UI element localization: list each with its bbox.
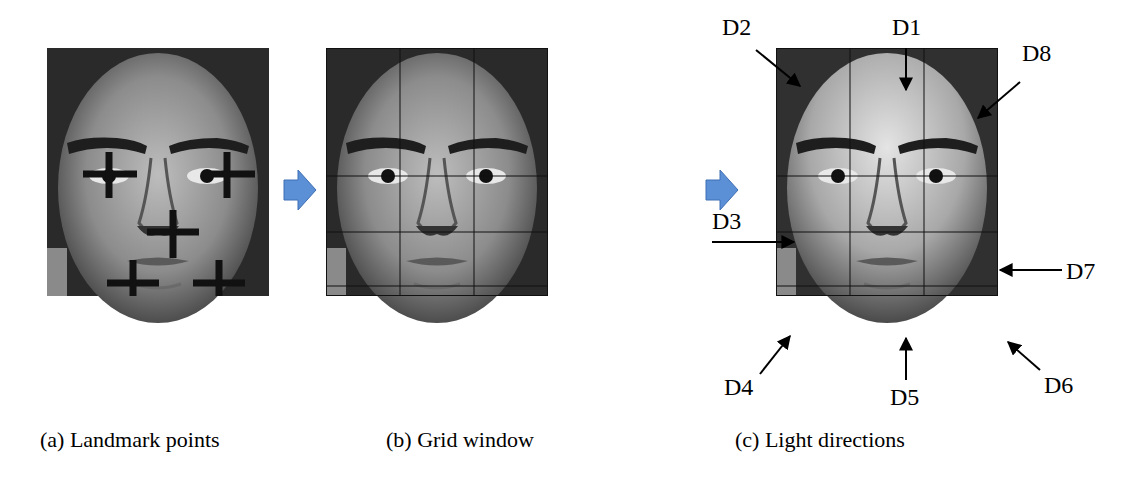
flow-arrow — [706, 170, 738, 210]
panel-caption: (b) Grid window — [386, 428, 534, 452]
panel-caption: (c) Light directions — [735, 428, 905, 452]
direction-label: D8 — [1022, 40, 1051, 66]
direction-label: D7 — [1066, 258, 1095, 284]
direction-label: D6 — [1044, 372, 1073, 398]
direction-label: D1 — [892, 14, 921, 40]
direction-label: D3 — [712, 208, 741, 234]
face-image — [47, 48, 269, 323]
panel-caption: (a) Landmark points — [40, 428, 220, 452]
direction-label: D5 — [890, 384, 919, 410]
flow-arrow — [284, 170, 316, 210]
direction-label: D4 — [724, 374, 753, 400]
direction-label: D2 — [722, 14, 751, 40]
face-image — [326, 48, 548, 323]
face-image — [776, 48, 998, 323]
light-direction-arrows — [712, 48, 1062, 380]
